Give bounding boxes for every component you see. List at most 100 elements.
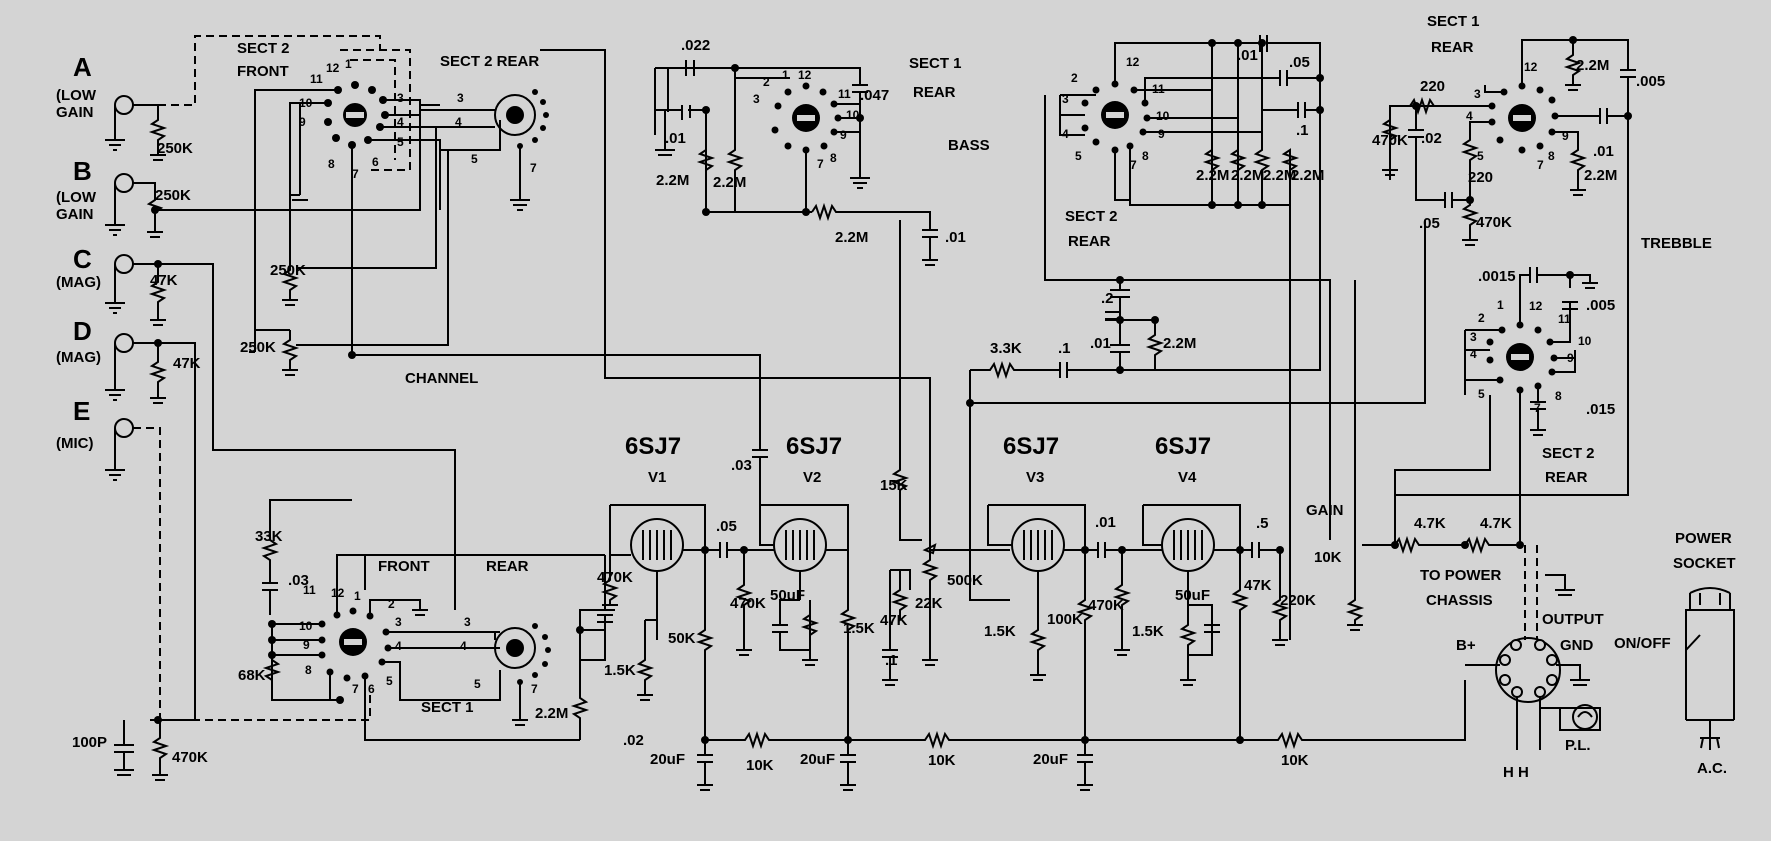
pilot-lamp (1572, 704, 1598, 730)
switch-pin-number: 3 (397, 91, 404, 105)
switch-pin-number: 5 (1075, 149, 1082, 163)
component-value-label: 2.2M (535, 705, 568, 722)
octal-socket (1495, 637, 1561, 703)
component-value-label: 47K (880, 612, 908, 629)
input-jacks: A (LOW GAIN B (LOW GAIN C (MAG) D (MAG) … (56, 35, 456, 781)
jack-c (114, 254, 134, 274)
switch-pin-number: 8 (328, 157, 335, 171)
component-value-label: 47K (173, 355, 201, 372)
switch-pin-number: 5 (397, 135, 404, 149)
treble-sect2-switch (1394, 267, 1598, 545)
component-value-label: 220 (1420, 78, 1445, 95)
component-value-label: .01 (1237, 47, 1258, 64)
input-b-letter: B (73, 156, 92, 186)
component-value-label: 2.2M (1291, 167, 1324, 184)
component-value-label: 10K (746, 757, 774, 774)
tube-v4-ref: V4 (1178, 469, 1197, 486)
component-value-label: 220 (1468, 169, 1493, 186)
component-value-label: 2.2M (1576, 57, 1609, 74)
switch-pin-number: 2 (1071, 71, 1078, 85)
component-value-label: .1 (885, 652, 898, 669)
switch-pin-number: 12 (1529, 299, 1543, 313)
component-value-label: 100P (72, 734, 107, 751)
switch-pin-number: 9 (299, 115, 306, 129)
switch-pin-number: 7 (352, 682, 359, 696)
label-gnd: GND (1560, 637, 1594, 654)
selector-switch-top-left (249, 49, 761, 440)
label-sect1: SECT 1 (421, 699, 474, 716)
component-value-label: 470K (1088, 597, 1124, 614)
switch-pin-number: 8 (1142, 149, 1149, 163)
input-a-desc-2: GAIN (56, 104, 94, 121)
label-sect2-rear-top: SECT 2 REAR (440, 53, 539, 70)
component-value-label: .0015 (1478, 268, 1516, 285)
label-rear: REAR (486, 558, 529, 575)
component-value-label: 470K (597, 569, 633, 586)
component-value-label: 20uF (800, 751, 835, 768)
switch-pin-number: 12 (1126, 55, 1140, 69)
switch-pin-number: 11 (1152, 82, 1165, 96)
tube-v4: 6SJ7 V4 (1142, 433, 1241, 605)
input-e-desc: (MIC) (56, 435, 94, 452)
component-value-label: 2.2M (1231, 167, 1264, 184)
switch-pin-number: 8 (1548, 149, 1555, 163)
label-onoff: ON/OFF (1614, 635, 1671, 652)
component-value-label: .022 (681, 37, 710, 54)
tube-v4-type: 6SJ7 (1155, 433, 1211, 460)
component-value-label: .01 (1090, 335, 1111, 352)
tube-v3-type: 6SJ7 (1003, 433, 1059, 460)
component-value-label: .01 (665, 130, 686, 147)
component-value-label: 47K (150, 272, 178, 289)
component-value-label: 1.5K (1132, 623, 1164, 640)
label-hh: H H (1503, 764, 1529, 781)
input-a-desc-1: (LOW (56, 87, 97, 104)
switch-pin-number: 10 (1156, 109, 1170, 123)
input-d-desc: (MAG) (56, 349, 101, 366)
switch-pin-number: 7 (1130, 158, 1137, 172)
switch-pin-number: 10 (299, 619, 313, 633)
switch-pin-number: 4 (395, 639, 402, 653)
component-value-label: 33K (255, 528, 283, 545)
switch-pin-number: 4 (1466, 109, 1473, 123)
jack-b (114, 173, 134, 193)
switch-pin-number: 3 (457, 91, 464, 105)
label-ac: A.C. (1697, 760, 1727, 777)
switch-pin-number: 10 (299, 96, 313, 110)
component-value-label: 20uF (1033, 751, 1068, 768)
switch-pin-number: 4 (397, 115, 404, 129)
component-value-label: 470K (172, 749, 208, 766)
component-value-label: 250K (270, 262, 306, 279)
label-sect1-rear-treble-1: SECT 1 (1427, 13, 1480, 30)
jack-e (114, 418, 134, 438)
component-value-label: .02 (623, 732, 644, 749)
label-sect2-rear-bass-1: SECT 2 (1065, 208, 1118, 225)
component-value-label: 50uF (1175, 587, 1210, 604)
component-value-label: 2.2M (835, 229, 868, 246)
switch-pin-number: 9 (840, 128, 847, 142)
bass-sect2-switch (966, 35, 1426, 640)
input-b-desc-1: (LOW (56, 189, 97, 206)
label-sect2-rear-treble-2: REAR (1545, 469, 1588, 486)
switch-pin-number: 5 (386, 674, 393, 688)
switch-pin-number: 9 (1562, 129, 1569, 143)
label-sect1-rear-bass-1: SECT 1 (909, 55, 962, 72)
switch-pin-number: 4 (455, 115, 462, 129)
switch-pin-number: 3 (1470, 330, 1477, 344)
switch-pin-number: 12 (331, 586, 345, 600)
switch-pin-number: 9 (1158, 127, 1165, 141)
switch-pin-number: 4 (1470, 347, 1477, 361)
component-value-label: 250K (155, 187, 191, 204)
component-value-label: 220K (1280, 592, 1316, 609)
switch-pin-number: 2 (388, 597, 395, 611)
component-value-label: 2.2M (1263, 167, 1296, 184)
label-power-socket-1: POWER (1675, 530, 1732, 547)
text-labels: SECT 2 FRONT SECT 2 REAR SECT 1 REAR BAS… (237, 13, 1736, 781)
selector-switch-bottom-left (260, 499, 613, 741)
component-value-label: .05 (716, 518, 737, 535)
component-value-label: 20uF (650, 751, 685, 768)
jack-d (114, 333, 134, 353)
switch-pin-number: 9 (303, 638, 310, 652)
component-value-label: 2.2M (1163, 335, 1196, 352)
label-sect2-front-2: FRONT (237, 63, 289, 80)
